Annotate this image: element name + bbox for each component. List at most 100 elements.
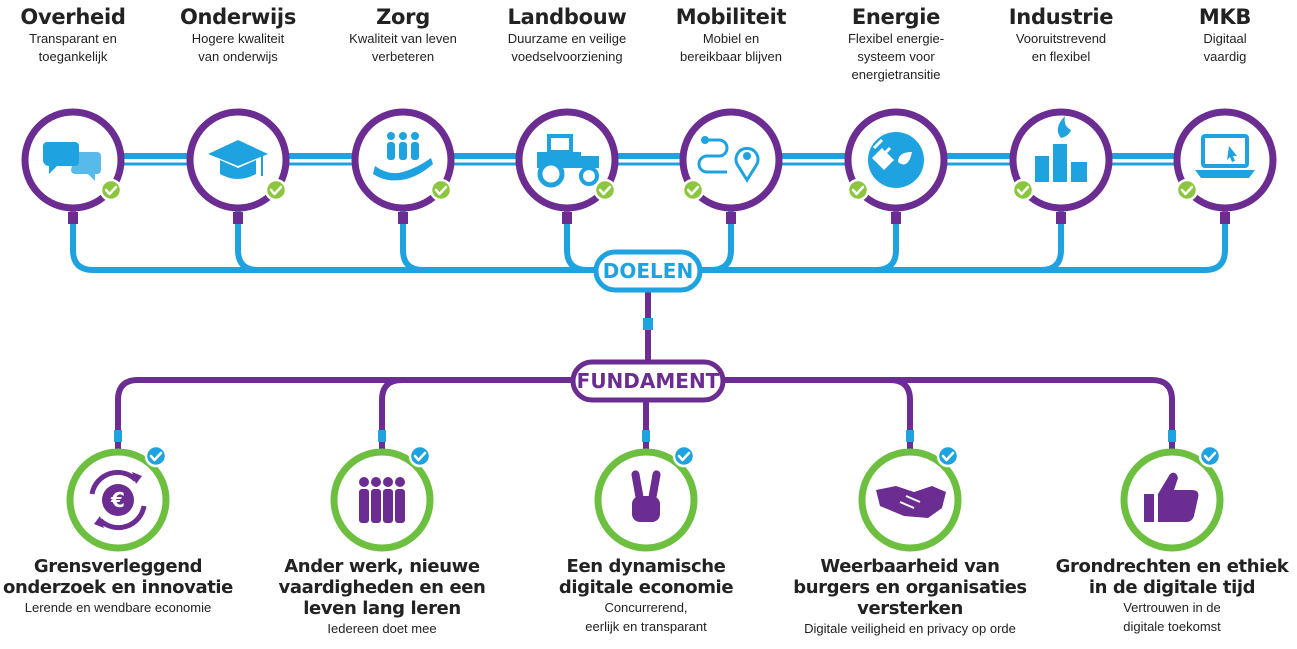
foundation-subtitle-line: eerlijk en transparant bbox=[585, 619, 707, 634]
goal-subtitle-line: Mobiel en bbox=[702, 31, 760, 46]
foundation-title-line: Ander werk, nieuwe bbox=[284, 556, 480, 577]
goal-subtitle-line: Flexibel energie- bbox=[847, 31, 945, 46]
checkmark-icon bbox=[846, 178, 870, 202]
doelen-hub: DOELEN bbox=[593, 249, 703, 293]
fundament-hub-label: FUNDAMENT bbox=[577, 369, 720, 393]
graduation-cap-icon bbox=[208, 140, 268, 179]
foundation-title-line: Grondrechten en ethiek bbox=[1055, 556, 1289, 577]
people-group-icon bbox=[359, 477, 405, 523]
goal-title: Zorg bbox=[376, 5, 430, 29]
goal-subtitle-line: vaardig bbox=[1203, 49, 1247, 64]
checkmark-icon bbox=[408, 444, 432, 468]
goal-subtitle-line: van onderwijs bbox=[198, 49, 278, 64]
foundation-node-4 bbox=[858, 444, 962, 552]
foundation-title-line: in de digitale tijd bbox=[1088, 577, 1256, 598]
goal-subtitle-line: Kwaliteit van leven bbox=[349, 31, 457, 46]
foundation-subtitle-line: Digitale veiligheid en privacy op orde bbox=[804, 621, 1016, 636]
tractor-icon bbox=[537, 134, 599, 188]
goal-title: Landbouw bbox=[507, 5, 627, 29]
foundation-title-line: onderzoek en innovatie bbox=[3, 577, 233, 598]
plug-leaf-icon bbox=[868, 132, 924, 188]
checkmark-icon bbox=[681, 178, 705, 202]
goal-title: MKB bbox=[1198, 5, 1252, 29]
svg-text:€: € bbox=[110, 488, 125, 512]
goal-subtitle-line: Vooruitstrevend bbox=[1015, 31, 1107, 46]
foundation-title-line: burgers en organisaties bbox=[793, 577, 1027, 598]
goal-node-overheid bbox=[21, 108, 125, 224]
checkmark-icon bbox=[593, 178, 617, 202]
checkmark-icon bbox=[936, 444, 960, 468]
victory-hand-icon bbox=[631, 470, 661, 522]
foundation-title-line: Een dynamische bbox=[566, 556, 726, 577]
goal-subtitle-line: voedselvoorziening bbox=[511, 49, 623, 64]
foundation-subtitle-line: Vertrouwen in de bbox=[1123, 600, 1221, 615]
checkmark-icon bbox=[1175, 178, 1199, 202]
goal-title: Energie bbox=[851, 5, 941, 29]
route-pin-icon bbox=[697, 136, 760, 183]
goal-subtitle-line: bereikbaar blijven bbox=[680, 49, 782, 64]
doelen-hub-label: DOELEN bbox=[603, 259, 693, 283]
checkmark-icon bbox=[429, 178, 453, 202]
goal-subtitle-line: toegankelijk bbox=[38, 49, 108, 64]
thumbs-up-icon bbox=[1144, 472, 1199, 522]
foundation-title-line: Grensverleggend bbox=[33, 556, 203, 577]
checkmark-icon bbox=[1198, 444, 1222, 468]
goal-title: Onderwijs bbox=[179, 5, 297, 29]
goal-subtitle-line: energietransitie bbox=[851, 67, 941, 82]
checkmark-icon bbox=[672, 444, 696, 468]
goal-subtitle-line: Hogere kwaliteit bbox=[191, 31, 285, 46]
goal-subtitle-line: systeem voor bbox=[857, 49, 935, 64]
goal-node-industrie bbox=[1009, 108, 1113, 224]
goal-subtitle-line: Duurzame en veilige bbox=[507, 31, 627, 46]
foundation-node-1: € bbox=[66, 444, 170, 552]
handshake-icon bbox=[876, 486, 946, 518]
foundation-node-5 bbox=[1120, 444, 1224, 552]
foundation-title-line: vaardigheden en een bbox=[278, 577, 486, 598]
goal-node-landbouw bbox=[515, 108, 619, 224]
goal-title: Industrie bbox=[1008, 5, 1114, 29]
foundation-title-line: versterken bbox=[857, 598, 963, 619]
family-in-hand-icon bbox=[373, 132, 433, 181]
laptop-icon bbox=[1195, 134, 1255, 178]
goal-node-zorg bbox=[351, 108, 455, 224]
checkmark-icon bbox=[1011, 178, 1035, 202]
goal-node-onderwijs bbox=[186, 108, 290, 224]
euro-cycle-icon: € bbox=[89, 469, 147, 531]
foundation-title-line: leven lang leren bbox=[303, 598, 461, 619]
goal-title: Mobiliteit bbox=[675, 5, 787, 29]
goal-subtitle-line: Transparant en bbox=[29, 31, 117, 46]
foundation-subtitle-line: digitale toekomst bbox=[1123, 619, 1221, 634]
goal-node-energie bbox=[844, 108, 948, 224]
foundation-subtitle-line: Iedereen doet mee bbox=[327, 621, 437, 636]
foundation-ring bbox=[330, 448, 434, 552]
foundation-title-line: digitale economie bbox=[558, 577, 734, 598]
goal-subtitle-line: Digitaal bbox=[1203, 31, 1247, 46]
speech-bubbles-icon bbox=[43, 142, 101, 181]
checkmark-icon bbox=[264, 178, 288, 202]
goal-ring bbox=[1173, 108, 1277, 212]
goal-ring bbox=[679, 108, 783, 212]
goal-subtitle-line: en flexibel bbox=[1031, 49, 1091, 64]
goal-node-mobiliteit bbox=[679, 108, 783, 224]
factory-icon bbox=[1035, 116, 1087, 182]
checkmark-icon bbox=[99, 178, 123, 202]
goal-label-mkb: MKB Digitaal vaardig bbox=[1140, 4, 1297, 66]
goal-node-mkb bbox=[1173, 108, 1277, 224]
goal-title: Overheid bbox=[20, 5, 126, 29]
foundation-subtitle-line: Concurrerend, bbox=[604, 600, 688, 615]
foundation-node-3 bbox=[594, 444, 698, 552]
foundation-subtitle-line: Lerende en wendbare economie bbox=[24, 600, 212, 615]
foundation-title-line: Weerbaarheid van bbox=[820, 556, 1000, 577]
fundament-hub: FUNDAMENT bbox=[570, 359, 726, 403]
